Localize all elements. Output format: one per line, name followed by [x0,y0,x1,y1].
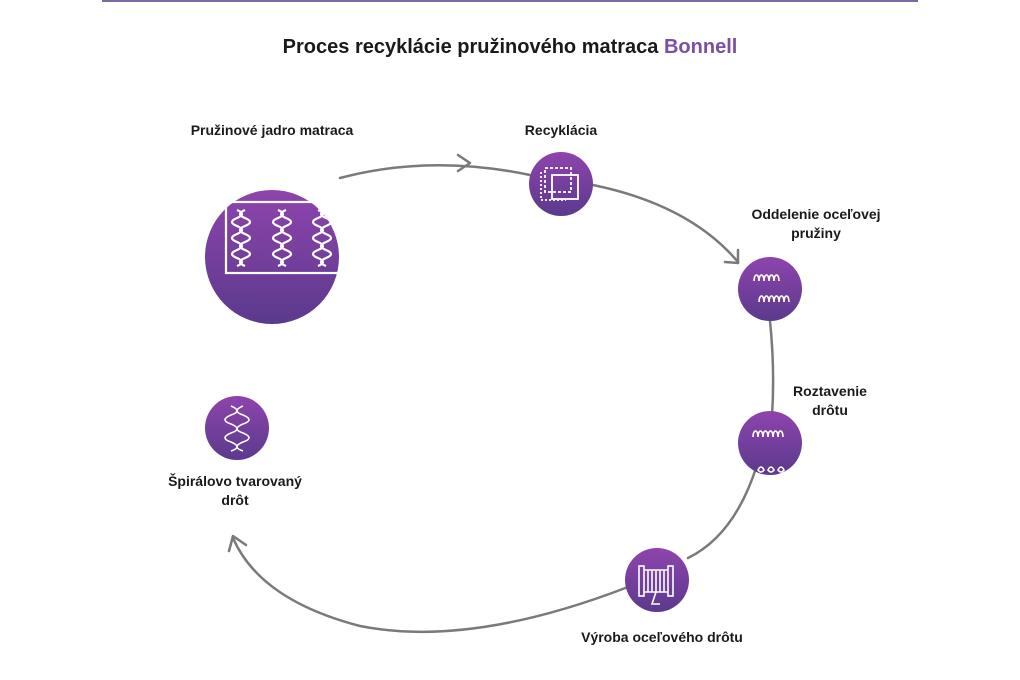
connector-recycle-to-separation [591,183,740,264]
step-label-wire: Výroba oceľového drôtu [581,629,743,645]
step-core-node [205,190,343,324]
connector-core-to-recycle [338,164,532,180]
arrowhead-wire-to-spiral [227,534,248,553]
page-title: Proces recyklácie pružinového matraca Bo… [282,36,738,58]
connector-melting-to-wire [686,463,759,560]
step-separation-node [738,257,802,321]
recycle-squares-icon [540,167,579,201]
step-label-spiral: Špirálovo tvarovaný drôt [168,473,302,508]
arrowhead-recycle-to-separation [723,248,740,265]
connector-separation-to-melting [768,319,775,418]
step-label-melting: Roztavenie drôtu [793,383,867,418]
melting-coil-icon [752,430,785,473]
spring-core-icon [224,200,343,275]
coil-springs-icon [753,274,790,303]
step-label-separation: Oddelenie oceľovej pružiny [751,206,881,241]
step-melting-node [738,411,802,475]
spiral-wire-icon [224,405,250,452]
top-divider [102,0,918,2]
step-wire-node [625,548,689,612]
step-spiral-node [205,396,269,460]
title-accent: Bonnell [663,36,738,58]
wire-spool-icon [638,565,674,605]
step-recycle-node [529,152,593,216]
step-label-recycle: Recyklácia [524,122,598,138]
connector-wire-to-spiral [231,536,630,634]
arrowhead-core-to-recycle [456,153,472,173]
step-label-core: Pružinové jadro matraca [190,122,354,138]
